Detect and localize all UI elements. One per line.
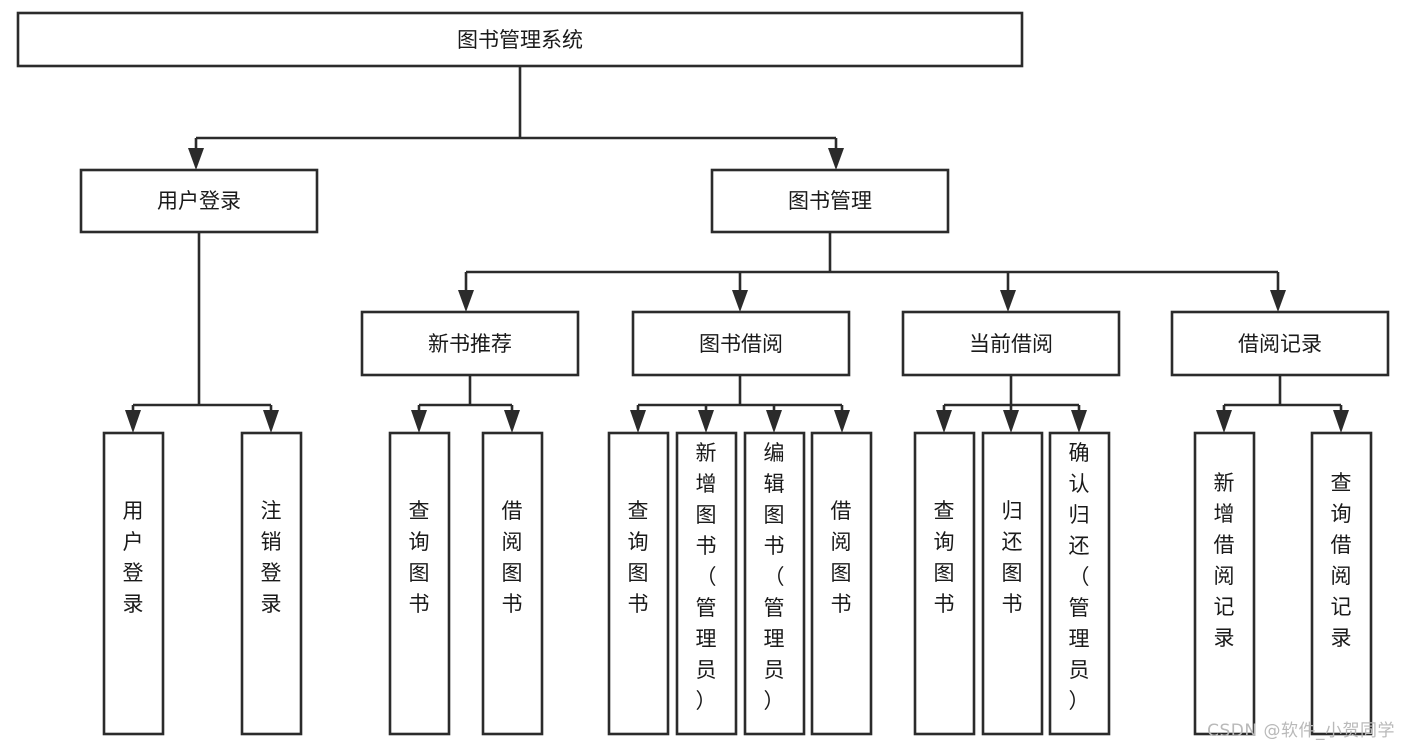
arrow-leaf-return-book <box>1003 410 1019 433</box>
node-current-borrow-label: 当前借阅 <box>969 332 1053 356</box>
node-leaf-return-book[interactable]: 归还图书 <box>981 431 1044 736</box>
node-leaf-user-login-box[interactable] <box>102 431 165 736</box>
node-leaf-query-record-label: 查询借阅记录 <box>1331 471 1352 650</box>
connectors-root-to-level2 <box>188 66 844 170</box>
node-leaf-confirm-return[interactable]: 确认归还（管理员） <box>1048 431 1111 736</box>
node-new-book-recommend[interactable]: 新书推荐 <box>360 310 580 377</box>
node-leaf-add-record-box[interactable] <box>1193 431 1256 736</box>
node-leaf-add-record[interactable]: 新增借阅记录 <box>1193 431 1256 736</box>
connectors-borrow-record-leaves <box>1216 375 1349 433</box>
node-book-borrow[interactable]: 图书借阅 <box>631 310 851 377</box>
node-leaf-user-login[interactable]: 用户登录 <box>102 431 165 736</box>
node-leaf-borrow-book-2-box[interactable] <box>810 431 873 736</box>
node-leaf-query-record-box[interactable] <box>1310 431 1373 736</box>
connectors-book-borrow-leaves <box>630 375 850 433</box>
arrow-book-manage <box>828 148 844 170</box>
arrow-new-book-recommend <box>458 290 474 312</box>
arrow-leaf-borrow-book-2 <box>834 410 850 433</box>
node-book-manage-box[interactable] <box>710 168 950 234</box>
node-user-login-label: 用户登录 <box>157 189 241 213</box>
node-leaf-return-book-label: 归还图书 <box>1002 499 1023 616</box>
arrow-leaf-query-book-2 <box>630 410 646 433</box>
node-leaf-user-login-label: 用户登录 <box>123 499 144 616</box>
node-leaf-logout-label: 注销登录 <box>261 499 282 616</box>
arrow-borrow-record <box>1270 290 1286 312</box>
node-leaf-query-book-3-box[interactable] <box>913 431 976 736</box>
connectors-new-book-leaves <box>411 375 520 433</box>
node-leaf-query-book-1-label: 查询图书 <box>409 499 430 616</box>
arrow-leaf-query-record <box>1333 410 1349 433</box>
node-new-book-recommend-label: 新书推荐 <box>428 332 512 356</box>
node-leaf-borrow-book-1-box[interactable] <box>481 431 544 736</box>
node-book-manage[interactable]: 图书管理 <box>710 168 950 234</box>
node-leaf-edit-book[interactable]: 编辑图书（管理员） <box>743 431 806 736</box>
node-current-borrow[interactable]: 当前借阅 <box>901 310 1121 377</box>
arrow-user-login <box>188 148 204 170</box>
node-current-borrow-box[interactable] <box>901 310 1121 377</box>
node-leaf-add-book-box[interactable] <box>675 431 738 736</box>
node-leaf-query-book-2-label: 查询图书 <box>628 499 649 616</box>
node-leaf-confirm-return-box[interactable] <box>1048 431 1111 736</box>
node-root[interactable]: 图书管理系统 <box>16 11 1024 68</box>
node-book-borrow-label: 图书借阅 <box>699 332 783 356</box>
node-leaf-logout[interactable]: 注销登录 <box>240 431 303 736</box>
arrow-book-borrow <box>732 290 748 312</box>
node-leaf-add-book-label: 新增图书（管理员） <box>696 441 717 713</box>
node-leaf-query-book-2[interactable]: 查询图书 <box>607 431 670 736</box>
node-leaf-borrow-book-2[interactable]: 借阅图书 <box>810 431 873 736</box>
node-leaf-logout-box[interactable] <box>240 431 303 736</box>
node-leaf-return-book-box[interactable] <box>981 431 1044 736</box>
arrow-leaf-borrow-book-1 <box>504 410 520 433</box>
node-leaf-query-book-1[interactable]: 查询图书 <box>388 431 451 736</box>
node-new-book-recommend-box[interactable] <box>360 310 580 377</box>
arrow-leaf-confirm-return <box>1071 410 1087 433</box>
node-leaf-add-record-label: 新增借阅记录 <box>1214 471 1235 650</box>
node-leaf-edit-book-box[interactable] <box>743 431 806 736</box>
node-leaf-query-book-1-box[interactable] <box>388 431 451 736</box>
arrow-leaf-add-record <box>1216 410 1232 433</box>
arrow-current-borrow <box>1000 290 1016 312</box>
connectors-user-login-leaves <box>125 232 279 433</box>
arrow-leaf-edit-book <box>766 410 782 433</box>
node-leaf-add-book[interactable]: 新增图书（管理员） <box>675 431 738 736</box>
node-root-box[interactable] <box>16 11 1024 68</box>
node-leaf-borrow-book-2-label: 借阅图书 <box>831 499 852 616</box>
arrow-leaf-logout <box>263 410 279 433</box>
node-leaf-query-book-3[interactable]: 查询图书 <box>913 431 976 736</box>
node-leaf-query-record[interactable]: 查询借阅记录 <box>1310 431 1373 736</box>
connectors-current-borrow-leaves <box>936 375 1087 433</box>
node-leaf-borrow-book-1-label: 借阅图书 <box>502 499 523 616</box>
node-leaf-query-book-2-box[interactable] <box>607 431 670 736</box>
node-leaf-query-book-3-label: 查询图书 <box>934 499 955 616</box>
arrow-leaf-add-book <box>698 410 714 433</box>
node-leaf-edit-book-label: 编辑图书（管理员） <box>764 441 785 713</box>
node-borrow-record-box[interactable] <box>1170 310 1390 377</box>
arrow-leaf-query-book-3 <box>936 410 952 433</box>
node-borrow-record-label: 借阅记录 <box>1238 332 1322 356</box>
connectors-book-manage-to-level3 <box>458 232 1286 312</box>
node-borrow-record[interactable]: 借阅记录 <box>1170 310 1390 377</box>
node-book-manage-label: 图书管理 <box>788 189 872 213</box>
node-leaf-confirm-return-label: 确认归还（管理员） <box>1069 441 1090 713</box>
node-user-login-box[interactable] <box>79 168 319 234</box>
node-user-login[interactable]: 用户登录 <box>79 168 319 234</box>
node-root-label: 图书管理系统 <box>457 28 583 52</box>
node-leaf-borrow-book-1[interactable]: 借阅图书 <box>481 431 544 736</box>
arrow-leaf-query-book-1 <box>411 410 427 433</box>
node-book-borrow-box[interactable] <box>631 310 851 377</box>
arrow-leaf-user-login <box>125 410 141 433</box>
